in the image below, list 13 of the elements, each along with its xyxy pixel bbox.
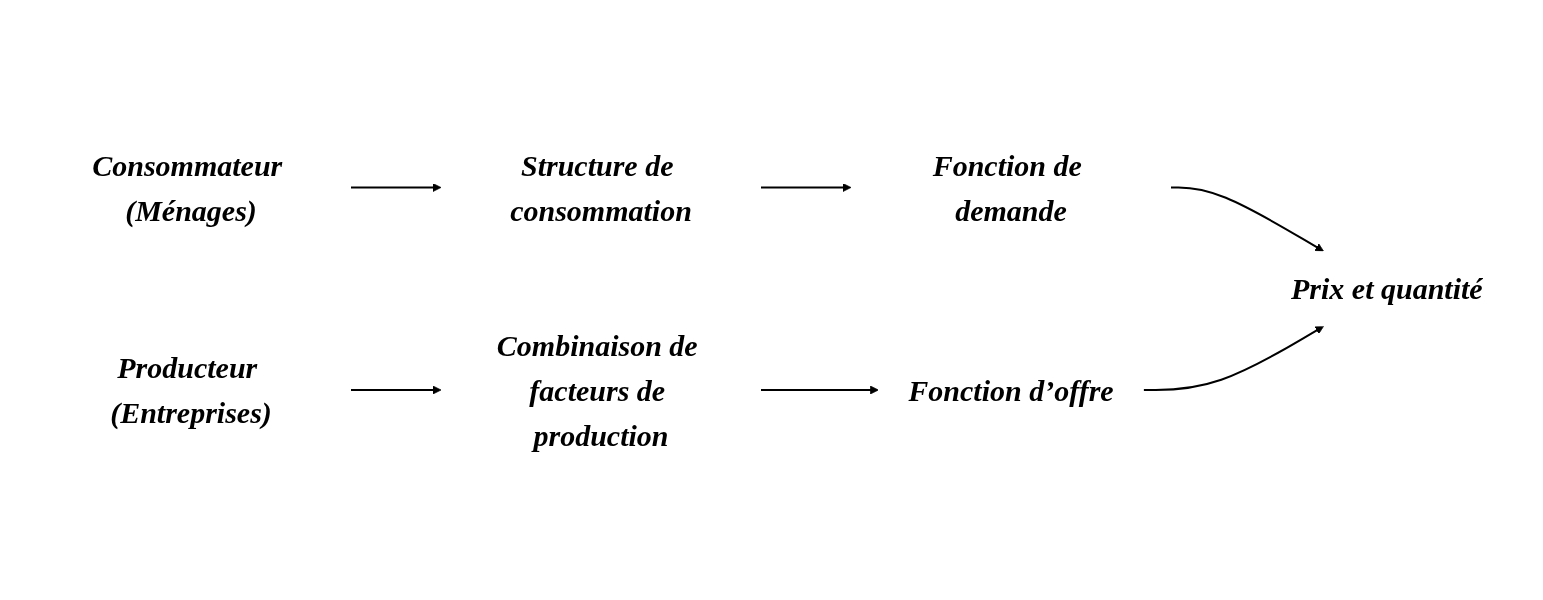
arrow: [1142, 325, 1324, 391]
arrow: [759, 183, 852, 192]
arrow: [349, 183, 442, 192]
node-text: Producteur (Entreprises): [109, 351, 272, 429]
node-text: Fonction d’offre: [908, 373, 1114, 407]
node-text: Prix et quantité: [1290, 272, 1483, 306]
node-text: Fonction de demande: [932, 148, 1082, 227]
arrow: [759, 385, 879, 395]
arrow: [1169, 186, 1324, 252]
node-text: Consommateur (Ménages): [91, 148, 282, 227]
arrow: [349, 385, 442, 395]
node-text: Structure de consommation: [509, 148, 692, 227]
node-text: Combinaison de facteurs de production: [496, 328, 698, 452]
